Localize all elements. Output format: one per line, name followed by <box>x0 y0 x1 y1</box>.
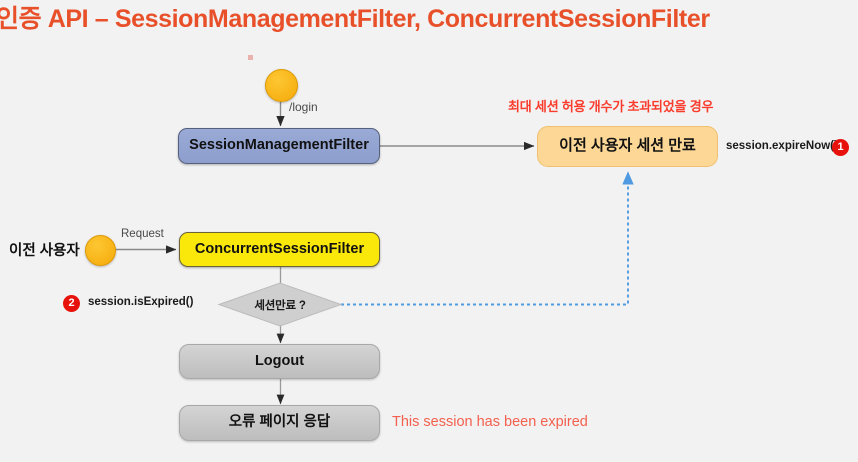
caption-max-session-exceeded: 최대 세션 허용 개수가 초과되었을 경우 <box>508 99 714 114</box>
step-badge-1: 1 <box>832 139 849 156</box>
edge-decision-to-expire-dashed <box>341 171 634 306</box>
step-badge-2: 2 <box>63 295 80 312</box>
message-session-expired: This session has been expired <box>392 414 588 430</box>
node-error-page-response[interactable]: 오류 페이지 응답 <box>179 405 380 441</box>
node-session-expired-decision[interactable]: 세션만료 ? <box>219 283 341 326</box>
node-concurrent-session-filter[interactable]: ConcurrentSessionFilter <box>179 232 380 267</box>
start-node-login <box>265 69 298 102</box>
node-previous-session-expire[interactable]: 이전 사용자 세션 만료 <box>537 126 718 167</box>
node-session-management-filter[interactable]: SessionManagementFilter <box>178 128 380 164</box>
edge-label-login: /login <box>289 100 318 114</box>
artifact-speck <box>248 55 253 60</box>
code-note-is-expired: session.isExpired() <box>88 296 194 308</box>
decision-label: 세션만료 ? <box>254 299 306 312</box>
node-logout[interactable]: Logout <box>179 344 380 379</box>
page-title: 인증 API – SessionManagementFilter, Concur… <box>0 5 710 33</box>
actor-label-previous-user: 이전 사용자 <box>9 243 80 259</box>
code-note-expire-now: session.expireNow() <box>726 140 838 152</box>
edge-label-request: Request <box>121 228 164 240</box>
start-node-previous-user <box>85 235 116 266</box>
